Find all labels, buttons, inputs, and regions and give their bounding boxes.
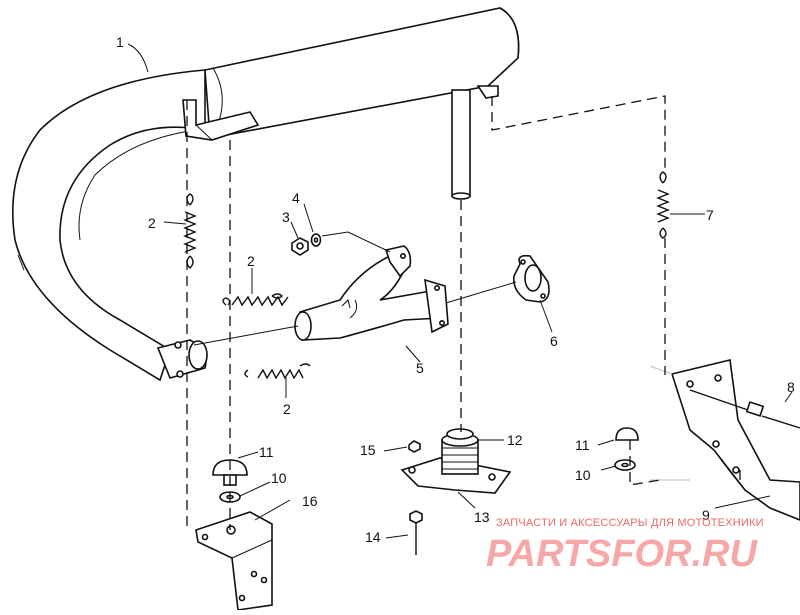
gasket-part	[512, 254, 550, 303]
callout-10-right: 10	[575, 467, 591, 483]
watermark: ЗАПЧАСТИ И АКСЕССУАРЫ ДЛЯ МОТОТЕХНИКИ PA…	[486, 517, 764, 575]
callout-labels: 1 2 2 2 3 4 5 6 7 8 9 10 10 11 11 12 13 …	[116, 34, 795, 545]
nut-washer-part	[291, 233, 322, 256]
callout-2-lower: 2	[283, 401, 291, 417]
leader-lines	[127, 43, 793, 539]
callout-15: 15	[360, 442, 376, 458]
watermark-tagline: ЗАПЧАСТИ И АКСЕССУАРЫ ДЛЯ МОТОТЕХНИКИ	[496, 517, 764, 529]
callout-6: 6	[550, 333, 558, 349]
callout-4: 4	[292, 190, 300, 206]
alignment-lines	[186, 95, 741, 530]
chassis-bracket-part	[649, 359, 800, 521]
callout-2-middle: 2	[247, 253, 255, 269]
isolator-mount-part	[400, 428, 512, 555]
y-pipe-part	[294, 245, 449, 341]
bracket-part	[195, 511, 273, 611]
callout-13: 13	[474, 509, 490, 525]
callout-5: 5	[416, 360, 424, 376]
callout-11-left: 11	[259, 444, 274, 460]
callout-9: 9	[702, 507, 710, 523]
watermark-logo: PARTSFOR.RU	[486, 533, 758, 575]
callout-8: 8	[787, 379, 795, 395]
callout-1: 1	[116, 34, 124, 50]
muffler-part	[12, 7, 520, 382]
callout-3: 3	[282, 209, 290, 225]
callout-7: 7	[706, 207, 714, 223]
callout-10-left: 10	[271, 470, 287, 486]
callout-2-upper: 2	[148, 215, 156, 231]
callout-11-right: 11	[575, 437, 590, 453]
spring-part	[183, 171, 670, 380]
callout-14: 14	[365, 529, 381, 545]
callout-16: 16	[302, 493, 318, 509]
callout-12: 12	[507, 432, 523, 448]
